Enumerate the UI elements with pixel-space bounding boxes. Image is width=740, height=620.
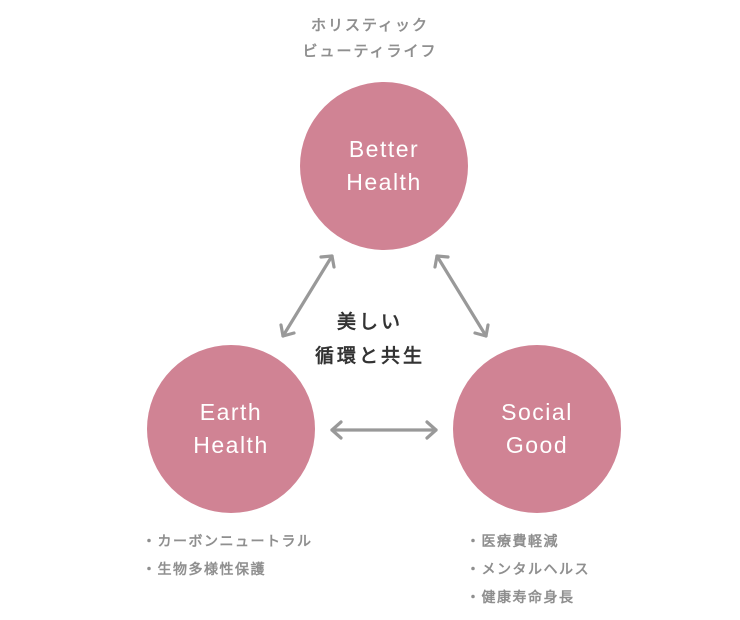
- earth-health-list: カーボンニュートラル 生物多様性保護: [142, 528, 313, 584]
- list-item: 医療費軽減: [466, 528, 590, 556]
- arrow-better-social: [433, 254, 490, 338]
- better-health-line-2: Health: [346, 169, 422, 195]
- earth-health-line-1: Earth: [199, 399, 263, 425]
- top-caption-line-2: ビューティライフ: [302, 42, 438, 60]
- social-good-line-2: Good: [505, 432, 569, 458]
- arrow-earth-social: [330, 420, 438, 440]
- better-health-line-1: Better: [348, 136, 420, 162]
- list-item: 生物多様性保護: [142, 556, 313, 584]
- social-good-line-1: Social: [501, 399, 573, 425]
- list-item: メンタルヘルス: [466, 556, 590, 584]
- top-caption: ホリスティック ビューティライフ: [270, 12, 470, 64]
- social-good-node: Social Good: [453, 345, 621, 513]
- earth-health-line-2: Health: [193, 432, 269, 458]
- center-label-line-1: 美しい: [336, 311, 403, 333]
- better-health-node: Better Health: [300, 82, 468, 250]
- social-good-list: 医療費軽減 メンタルヘルス 健康寿命身長: [466, 528, 590, 612]
- center-label: 美しい 循環と共生: [300, 305, 440, 373]
- center-label-line-2: 循環と共生: [314, 345, 425, 367]
- top-caption-line-1: ホリスティック: [310, 16, 430, 34]
- list-item: カーボンニュートラル: [142, 528, 313, 556]
- arrow-better-earth: [279, 254, 336, 338]
- list-item: 健康寿命身長: [466, 584, 590, 612]
- earth-health-node: Earth Health: [147, 345, 315, 513]
